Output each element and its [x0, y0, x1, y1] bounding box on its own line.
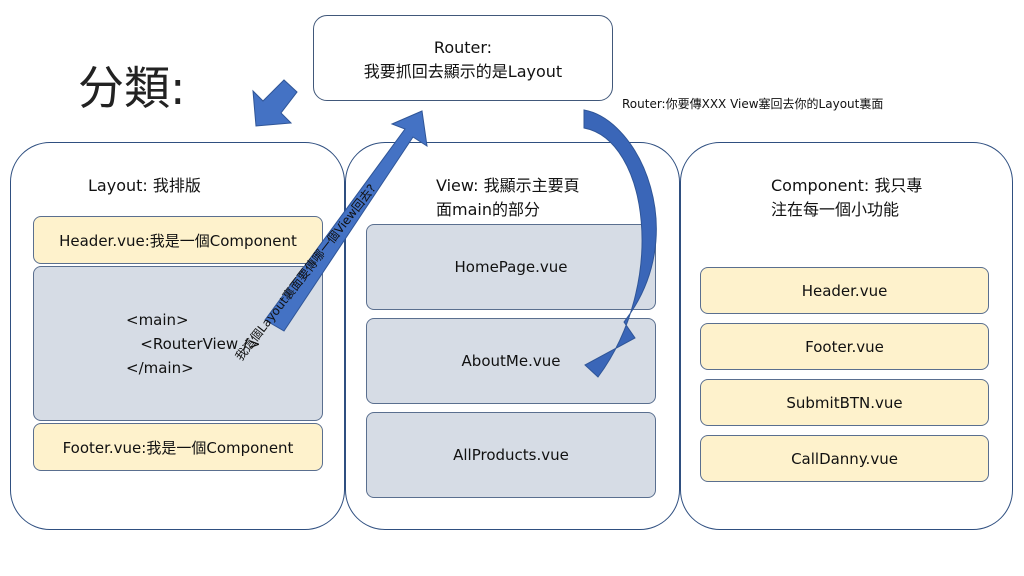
component-item-label: SubmitBTN.vue	[786, 393, 903, 412]
view-item-label: AboutMe.vue	[461, 352, 561, 370]
component-item-header: Header.vue	[700, 267, 989, 314]
component-panel-title-1: Component: 我只專	[771, 176, 923, 195]
view-item-homepage: HomePage.vue	[366, 224, 656, 310]
router-line-1: Router:	[433, 38, 493, 57]
view-panel-title-1: View: 我顯示主要頁	[436, 176, 580, 195]
component-panel-title-2: 注在每一個小功能	[771, 200, 900, 219]
layout-footer-card: Footer.vue:我是一個Component	[33, 423, 323, 471]
layout-main-text: <main> <RouterView /> </main>	[126, 310, 261, 377]
view-panel-title-2: 面main的部分	[436, 200, 540, 219]
component-item-submitbtn: SubmitBTN.vue	[700, 379, 989, 426]
arrow-layout-to-router	[264, 110, 428, 332]
view-item-label: AllProducts.vue	[453, 446, 569, 464]
layout-main-card: <main> <RouterView /> </main>	[33, 266, 323, 421]
component-item-footer: Footer.vue	[700, 323, 989, 370]
layout-header-label: Header.vue:我是一個Component	[59, 231, 297, 250]
layout-footer-label: Footer.vue:我是一個Component	[62, 438, 294, 457]
router-box: Router: 我要抓回去顯示的是Layout	[313, 15, 613, 101]
view-item-label: HomePage.vue	[454, 258, 568, 276]
page-title: 分類:	[78, 61, 186, 115]
component-item-label: Footer.vue	[805, 337, 884, 356]
component-item-calldanny: CallDanny.vue	[700, 435, 989, 482]
arrow-router-to-view	[583, 109, 657, 378]
component-item-label: CallDanny.vue	[791, 449, 898, 468]
layout-panel-title: Layout: 我排版	[88, 176, 201, 195]
router-note: Router:你要傳XXX View塞回去你的Layout裏面	[622, 97, 884, 111]
component-item-label: Header.vue	[801, 281, 888, 300]
arrow-to-layout	[252, 79, 298, 127]
view-item-allproducts: AllProducts.vue	[366, 412, 656, 498]
layout-header-card: Header.vue:我是一個Component	[33, 216, 323, 264]
router-line-2: 我要抓回去顯示的是Layout	[363, 62, 563, 81]
